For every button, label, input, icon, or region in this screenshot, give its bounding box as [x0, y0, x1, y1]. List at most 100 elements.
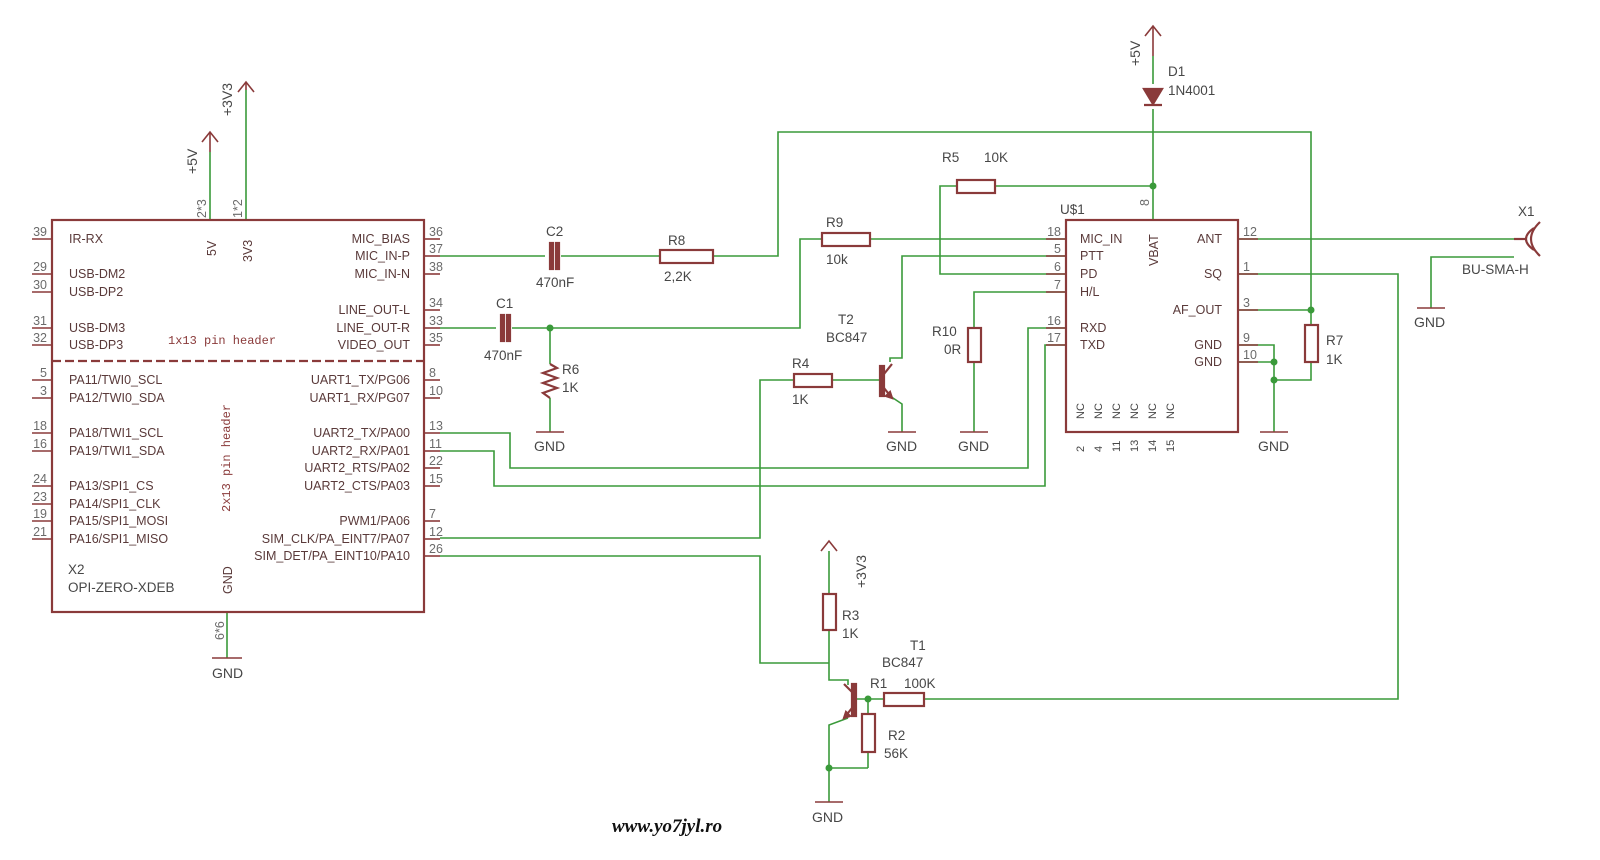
resistor-r3: R3 1K	[821, 592, 859, 641]
resistor-r5: R5 10K	[942, 150, 1008, 195]
x2-pin-num-37: 37	[429, 242, 443, 256]
u1-pin-name-6: PD	[1080, 267, 1097, 281]
gnd-symbol-t1: GND	[812, 801, 843, 825]
x2-pin-name-30: USB-DP2	[69, 285, 123, 299]
x2-pin-name-32: USB-DP3	[69, 338, 123, 352]
c1-ref: C1	[496, 296, 513, 311]
r6-ref: R6	[562, 362, 579, 377]
u1-nc-num-15: 15	[1165, 440, 1177, 452]
x2-pin-num-24: 24	[33, 472, 47, 486]
x2-pin-name-11: UART2_RX/PA01	[312, 444, 410, 458]
u1-pin-name-1: SQ	[1204, 267, 1222, 281]
x2-pin-num-35: 35	[429, 331, 443, 345]
t2-value: BC847	[826, 330, 867, 345]
x2-pin-num-7: 7	[429, 507, 436, 521]
x1-ref: X1	[1518, 204, 1535, 219]
t2-ref: T2	[838, 312, 854, 327]
supply-symbols: +5V +3V3 +5V +3V3 GND GND G	[184, 24, 1445, 825]
u1-pin-num-18: 18	[1047, 225, 1061, 239]
u1-pin-num-16: 16	[1047, 314, 1061, 328]
r2-ref: R2	[888, 728, 905, 743]
u1-nc-label-13: NC	[1129, 403, 1141, 419]
resistor-r10: R10 0R	[932, 324, 983, 364]
x2-pin-num-33: 33	[429, 314, 443, 328]
x2-ref: X2	[68, 562, 85, 577]
x2-pwr-3v3: 3V3	[241, 240, 255, 262]
transistor-t1: T1 BC847	[842, 638, 926, 720]
r3-value: 1K	[842, 626, 859, 641]
x2-pin-3v3: 1*2	[231, 199, 245, 218]
gnd-label-x1: GND	[1414, 314, 1445, 330]
x2-pin-name-19: PA15/SPI1_MOSI	[69, 514, 168, 528]
x2-pin-name-7: PWM1/PA06	[339, 514, 410, 528]
r8-value: 2,2K	[664, 269, 692, 284]
u1-pin-num-3: 3	[1243, 296, 1250, 310]
x2-pin-name-26: SIM_DET/PA_EINT10/PA10	[254, 549, 410, 563]
gnd-symbol-x1: GND	[1414, 307, 1445, 330]
u1-pin-name-18: MIC_IN	[1080, 232, 1122, 246]
u1-nc-num-14: 14	[1147, 440, 1159, 452]
x2-pin-name-38: MIC_IN-N	[354, 267, 410, 281]
resistor-r8: R8 2,2K	[658, 233, 715, 284]
u1-vbat: VBAT	[1147, 234, 1161, 266]
x2-pin-num-31: 31	[33, 314, 47, 328]
c1-value: 470nF	[484, 348, 522, 363]
resistor-r1: R1 100K	[870, 676, 936, 708]
x2-pin-name-3: PA12/TWI0_SDA	[69, 391, 165, 405]
vcc-arrow-3v3-x2: +3V3	[219, 80, 255, 116]
resistor-r6: R6 1K	[539, 362, 579, 399]
u1-pin-name-7: H/L	[1080, 285, 1100, 299]
x2-pin-name-39: IR-RX	[69, 232, 104, 246]
x2-pin-name-29: USB-DM2	[69, 267, 125, 281]
r7-ref: R7	[1326, 333, 1343, 348]
x2-pin-num-5: 5	[40, 366, 47, 380]
x2-pin-num-38: 38	[429, 260, 443, 274]
x2-pin-name-5: PA11/TWI0_SCL	[69, 373, 162, 387]
website-label: www.yo7jyl.ro	[612, 816, 722, 837]
x2-pin-gnd: 6*6	[213, 621, 227, 640]
x2-pin-name-12: SIM_CLK/PA_EINT7/PA07	[262, 532, 410, 546]
r4-value: 1K	[792, 392, 809, 407]
u1-pin-num-5: 5	[1054, 242, 1061, 256]
x2-pin-num-10: 10	[429, 384, 443, 398]
u1-pin-num-7: 7	[1054, 278, 1061, 292]
junctions	[546, 182, 1315, 772]
x2-pin-num-21: 21	[33, 525, 47, 539]
r10-ref: R10	[932, 324, 957, 339]
gnd-label-r6: GND	[534, 438, 565, 454]
x2-pin-name-31: USB-DM3	[69, 321, 125, 335]
x1-value: BU-SMA-H	[1462, 262, 1529, 277]
x2-pin-name-10: UART1_RX/PG07	[309, 391, 410, 405]
resistor-r2: R2 56K	[860, 712, 908, 761]
t1-value: BC847	[882, 655, 923, 670]
x2-pin-num-26: 26	[429, 542, 443, 556]
r5-value: 10K	[984, 150, 1008, 165]
u1-pin-num-9: 9	[1243, 331, 1250, 345]
u1-nc-label-2: NC	[1075, 403, 1087, 419]
u1-nc-label-14: NC	[1147, 403, 1159, 419]
x2-gnd-internal: GND	[221, 566, 235, 594]
wires	[209, 56, 1514, 802]
r8-ref: R8	[668, 233, 685, 248]
r1-ref: R1	[870, 676, 887, 691]
u1-nc-label-15: NC	[1165, 403, 1177, 419]
x2-pin-num-3: 3	[40, 384, 47, 398]
u1-pin-name-3: AF_OUT	[1173, 303, 1223, 317]
vcc-arrow-5v-d1: +5V	[1127, 24, 1162, 66]
x2-header-1x13: 1x13 pin header	[168, 334, 276, 348]
vcc-arrow-3v3-r3: +3V3	[820, 539, 869, 588]
r1-value: 100K	[904, 676, 936, 691]
u1-ref: U$1	[1060, 202, 1085, 217]
x2-pin-name-22: UART2_RTS/PA02	[304, 461, 410, 475]
label-3v3-x2: +3V3	[219, 83, 235, 116]
x2-module: 5V 3V3 2*3 1*2 6*6 GND 1x13 pin header 2…	[32, 199, 443, 640]
u1-pin-name-5: PTT	[1080, 249, 1104, 263]
u1-pin-name-16: RXD	[1080, 321, 1106, 335]
gnd-symbol-r6: GND	[534, 431, 565, 454]
x2-pin-name-36: MIC_BIAS	[352, 232, 410, 246]
diode-d1: D1 1N4001	[1142, 64, 1215, 107]
x2-pin-num-18: 18	[33, 419, 47, 433]
r5-ref: R5	[942, 150, 959, 165]
